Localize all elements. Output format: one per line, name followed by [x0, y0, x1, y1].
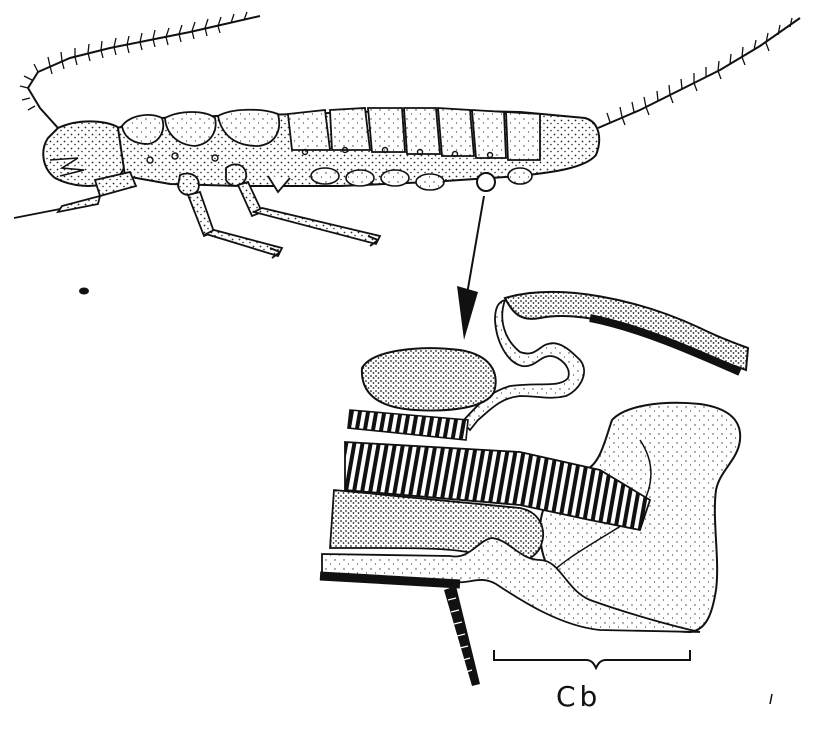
section-detail	[320, 292, 748, 686]
glandular-mass	[362, 348, 496, 410]
muscle-band-small	[348, 410, 468, 440]
marked-structure	[477, 173, 495, 191]
curly-brace-icon	[494, 650, 690, 668]
stray-mark-2	[770, 694, 772, 704]
cercus	[598, 18, 800, 128]
arrow-down-icon	[457, 196, 484, 340]
insect	[14, 12, 800, 258]
left-antenna	[20, 12, 260, 128]
spine	[444, 586, 480, 686]
cb-label: Cb	[556, 680, 601, 713]
stray-mark	[79, 288, 89, 295]
